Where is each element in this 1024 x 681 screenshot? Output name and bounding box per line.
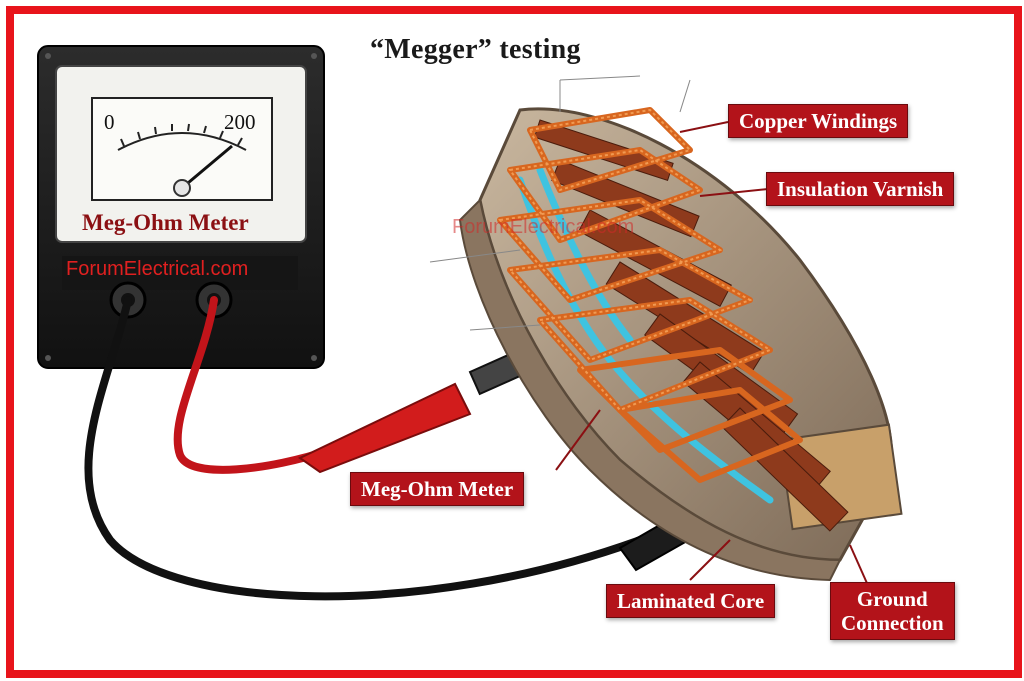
label-ground-connection-line2: Connection bbox=[841, 611, 944, 635]
label-meg-ohm-meter: Meg-Ohm Meter bbox=[350, 472, 525, 506]
meter-scale-max: 200 bbox=[224, 110, 256, 134]
label-laminated-core: Laminated Core bbox=[606, 584, 776, 618]
meter-needle bbox=[181, 144, 233, 190]
label-insulation-varnish: Insulation Varnish bbox=[766, 172, 955, 206]
watermark: ForumElectrical.com bbox=[452, 216, 635, 238]
meter-brand: ForumElectrical.com bbox=[66, 258, 249, 280]
insulation-varnish bbox=[516, 166, 774, 504]
diagram-title: “Megger” testing bbox=[370, 34, 581, 65]
meg-ohm-meter-device bbox=[37, 45, 325, 369]
meter-scale-min: 0 bbox=[104, 110, 115, 134]
label-ground-connection: Ground Connection bbox=[830, 582, 955, 640]
meter-name: Meg-Ohm Meter bbox=[82, 210, 249, 235]
label-ground-connection-line1: Ground bbox=[856, 587, 928, 611]
red-test-lead bbox=[173, 296, 522, 474]
label-copper-windings: Copper Windings bbox=[728, 104, 909, 138]
